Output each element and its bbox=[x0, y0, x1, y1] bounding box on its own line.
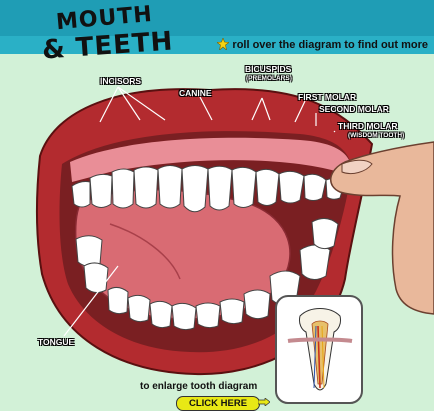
incisor-tooth[interactable] bbox=[208, 166, 232, 210]
lower-incisor-tooth[interactable] bbox=[108, 287, 128, 313]
label-bicuspids[interactable]: BICUSPIDS bbox=[245, 64, 291, 74]
first-molar-tooth[interactable] bbox=[279, 171, 304, 203]
lower-incisor-tooth[interactable] bbox=[172, 303, 196, 329]
incisor-tooth[interactable] bbox=[158, 166, 182, 209]
lower-bicuspid-tooth[interactable] bbox=[244, 290, 270, 319]
label-canine[interactable]: CANINE bbox=[179, 88, 212, 98]
label-incisors[interactable]: INCISORS bbox=[100, 76, 141, 86]
lower-molar-tooth[interactable] bbox=[312, 218, 338, 248]
label-second-molar[interactable]: SECOND MOLAR bbox=[319, 104, 389, 114]
canine-tooth[interactable] bbox=[72, 182, 90, 208]
lower-incisor-tooth[interactable] bbox=[220, 299, 244, 324]
lower-incisor-tooth[interactable] bbox=[150, 301, 172, 327]
label-third-molar[interactable]: THIRD MOLAR bbox=[338, 121, 398, 131]
arrow-right-icon bbox=[258, 398, 270, 406]
bicuspid-tooth[interactable] bbox=[256, 169, 279, 205]
click-here-button[interactable]: CLICK HERE bbox=[176, 396, 260, 411]
enlarge-hint-text: to enlarge tooth diagram bbox=[140, 381, 257, 392]
lower-molar-tooth[interactable] bbox=[300, 245, 330, 280]
label-wisdom-tooth: (WISDOM TOOTH) bbox=[348, 132, 404, 139]
incisor-tooth[interactable] bbox=[90, 174, 112, 207]
tooth-cross-section-icon[interactable] bbox=[276, 296, 362, 403]
star-pointer-icon bbox=[217, 38, 229, 50]
label-tongue[interactable]: TONGUE bbox=[38, 337, 74, 347]
second-molar-tooth[interactable] bbox=[304, 174, 326, 200]
rollover-hint: roll over the diagram to find out more bbox=[217, 38, 428, 51]
molar-tooth[interactable] bbox=[76, 236, 102, 267]
lower-incisor-tooth[interactable] bbox=[196, 303, 220, 328]
lower-incisor-tooth[interactable] bbox=[128, 295, 150, 321]
label-premolars: (PREMOLARS) bbox=[246, 75, 292, 82]
canine-tooth[interactable] bbox=[182, 166, 208, 212]
rollover-hint-text: roll over the diagram to find out more bbox=[232, 39, 428, 51]
label-first-molar[interactable]: FIRST MOLAR bbox=[298, 92, 356, 102]
incisor-tooth[interactable] bbox=[112, 169, 134, 208]
incisor-tooth[interactable] bbox=[134, 167, 158, 208]
molar-tooth[interactable] bbox=[84, 263, 108, 293]
bicuspid-tooth[interactable] bbox=[232, 167, 256, 207]
